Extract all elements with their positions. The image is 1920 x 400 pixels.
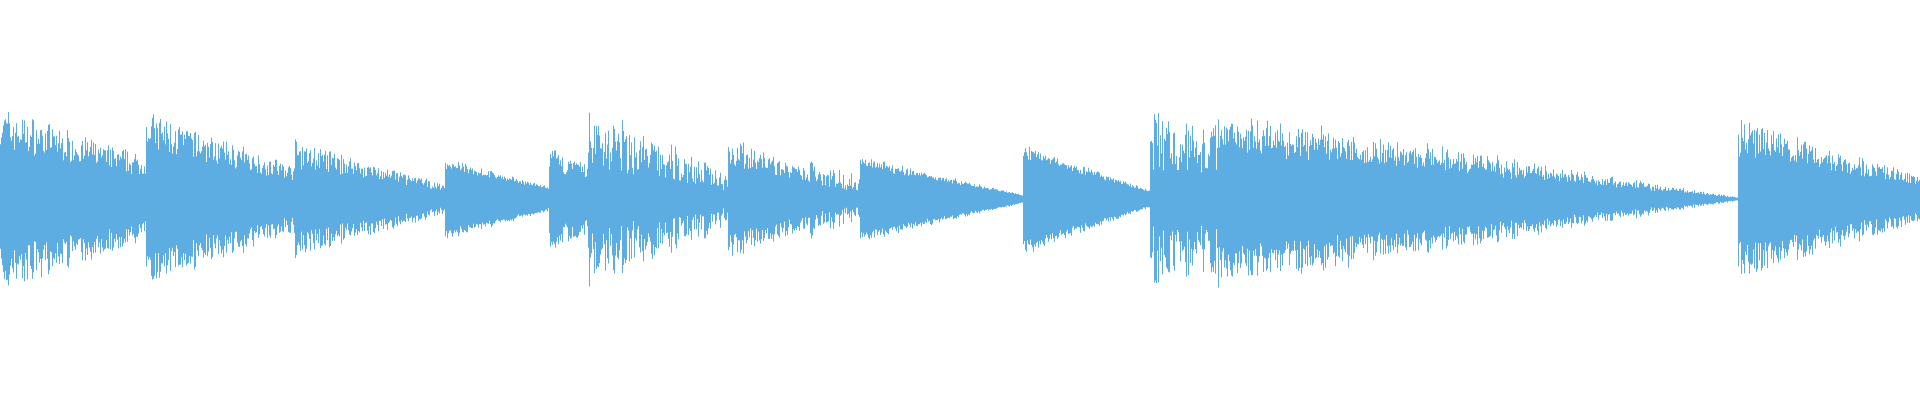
waveform-bars [0, 112, 1920, 288]
